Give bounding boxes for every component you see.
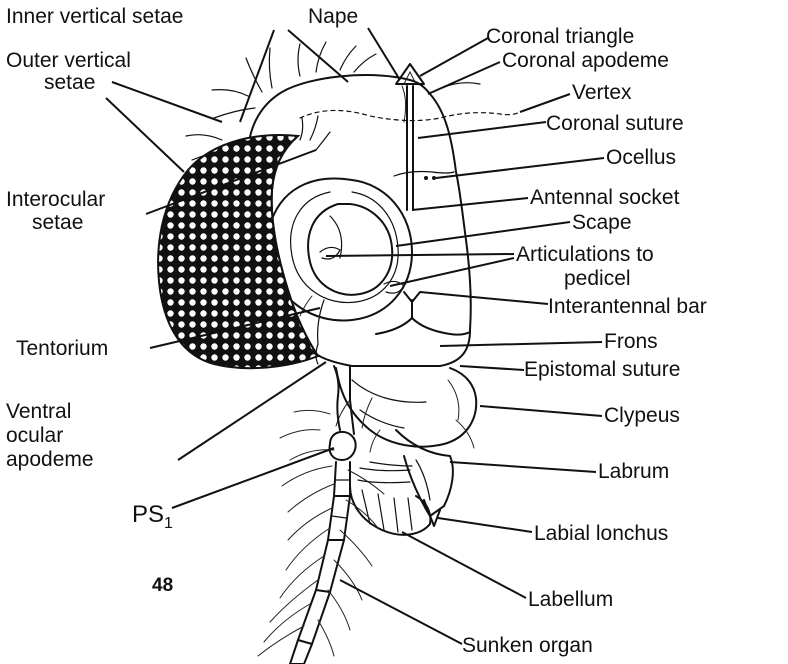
- label-interocular-setae-line1: Interocular: [6, 188, 105, 211]
- figure-number: 48: [152, 575, 173, 596]
- label-sunken-organ: Sunken organ: [462, 634, 593, 657]
- label-labellum: Labellum: [528, 588, 613, 611]
- label-coronal-suture: Coronal suture: [546, 112, 684, 135]
- label-ps1: PS1: [132, 501, 173, 532]
- labial-lonchus-shape: [424, 500, 440, 526]
- label-inner-vertical-setae: Inner vertical setae: [6, 5, 183, 28]
- vertex-line: [300, 110, 520, 120]
- label-tentorium: Tentorium: [16, 337, 108, 360]
- label-clypeus: Clypeus: [604, 404, 680, 427]
- label-outer-vertical-setae-line1: Outer vertical: [6, 49, 131, 72]
- label-vertex: Vertex: [572, 81, 632, 104]
- label-scape: Scape: [572, 211, 632, 234]
- label-interantennal-bar: Interantennal bar: [548, 295, 707, 318]
- label-ventral-ocular-apodeme-line2: ocular: [6, 424, 63, 447]
- label-epistomal-suture: Epistomal suture: [524, 358, 680, 381]
- label-antennal-socket: Antennal socket: [530, 186, 680, 209]
- label-coronal-apodeme: Coronal apodeme: [502, 49, 669, 72]
- tentorium-shape: [318, 300, 324, 344]
- clypeus-shape: [336, 368, 476, 447]
- label-articulations-line2: pedicel: [564, 267, 631, 290]
- label-outer-vertical-setae-line2: setae: [44, 71, 95, 94]
- label-nape: Nape: [308, 5, 358, 28]
- label-ocellus: Ocellus: [606, 146, 676, 169]
- label-ventral-ocular-apodeme-line1: Ventral: [6, 400, 71, 423]
- maxillary-palpus: [334, 366, 340, 430]
- label-coronal-triangle: Coronal triangle: [486, 25, 634, 48]
- head-drawing: [158, 42, 520, 664]
- ocellus-shape: [424, 176, 428, 180]
- scape-shape: [308, 204, 392, 295]
- label-ventral-ocular-apodeme-line3: apodeme: [6, 448, 94, 471]
- label-frons: Frons: [604, 330, 658, 353]
- label-articulations-line1: Articulations to: [516, 243, 654, 266]
- label-labrum: Labrum: [598, 460, 669, 483]
- label-labial-lonchus: Labial lonchus: [534, 522, 668, 545]
- label-interocular-setae-line2: setae: [32, 211, 83, 234]
